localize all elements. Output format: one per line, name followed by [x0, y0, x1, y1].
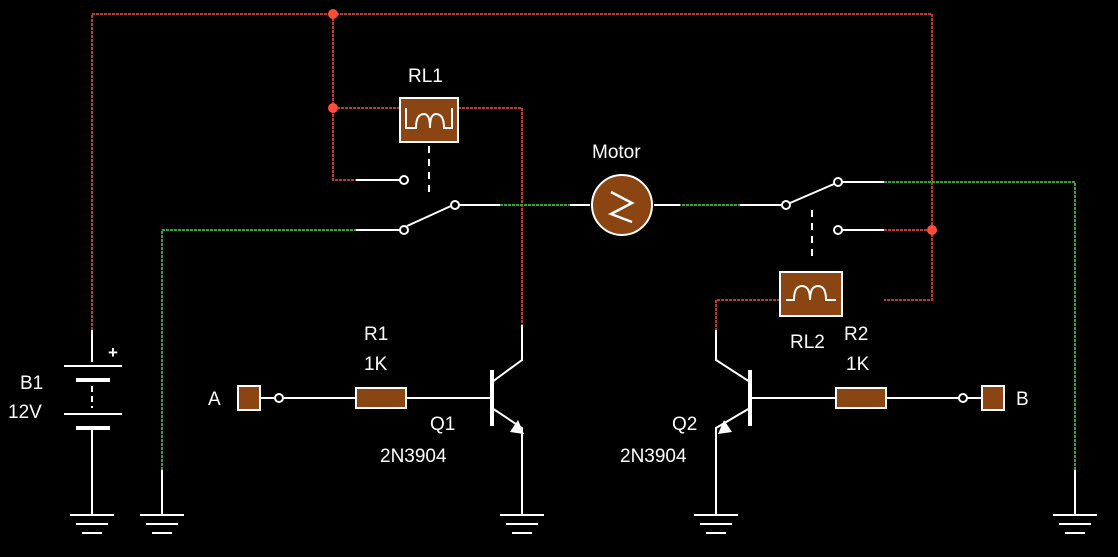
motor-label: Motor	[592, 142, 641, 163]
resistor-r1[interactable]	[355, 387, 407, 409]
r2-value-label: 1K	[846, 354, 870, 375]
battery-b1[interactable]: +	[64, 343, 122, 430]
junction-rl1	[328, 103, 338, 113]
motor[interactable]	[591, 174, 653, 236]
input-b-label: B	[1016, 389, 1029, 410]
ground-symbol-q2	[694, 514, 738, 534]
junction-top	[328, 9, 338, 19]
relay-rl2-label: RL2	[790, 332, 825, 353]
battery-plus-sign: +	[108, 343, 118, 362]
battery-name-label: B1	[20, 373, 43, 394]
positive-net-wires	[91, 13, 933, 330]
input-b-terminal[interactable]	[958, 385, 1005, 411]
relay-rl1-label: RL1	[408, 66, 443, 87]
relay-rl1-switch[interactable]	[399, 175, 460, 235]
battery-value-label: 12V	[8, 402, 42, 423]
white-wires	[91, 179, 1076, 515]
input-a-label: A	[208, 389, 221, 410]
q2-name-label: Q2	[672, 414, 697, 435]
r2-name-label: R2	[844, 324, 868, 345]
resistor-r2[interactable]	[835, 387, 887, 409]
q1-part-label: 2N3904	[380, 446, 447, 467]
q1-name-label: Q1	[430, 414, 455, 435]
ground-symbol-left	[140, 514, 184, 534]
r1-value-label: 1K	[364, 354, 388, 375]
q2-part-label: 2N3904	[620, 446, 687, 467]
relay-rl2-switch[interactable]	[781, 177, 843, 235]
r1-name-label: R1	[364, 324, 388, 345]
junction-rl2	[927, 225, 937, 235]
ground-symbol-battery	[70, 514, 114, 534]
transistor-q1[interactable]	[490, 370, 524, 434]
ground-symbol-q1	[500, 514, 544, 534]
input-a-terminal[interactable]	[237, 385, 284, 411]
junction-dots	[328, 9, 937, 235]
transistor-q2[interactable]	[718, 370, 752, 434]
relay-rl1-coil[interactable]	[399, 97, 459, 143]
ground-symbol-right	[1053, 514, 1097, 534]
relay-rl2-coil[interactable]	[779, 271, 843, 317]
